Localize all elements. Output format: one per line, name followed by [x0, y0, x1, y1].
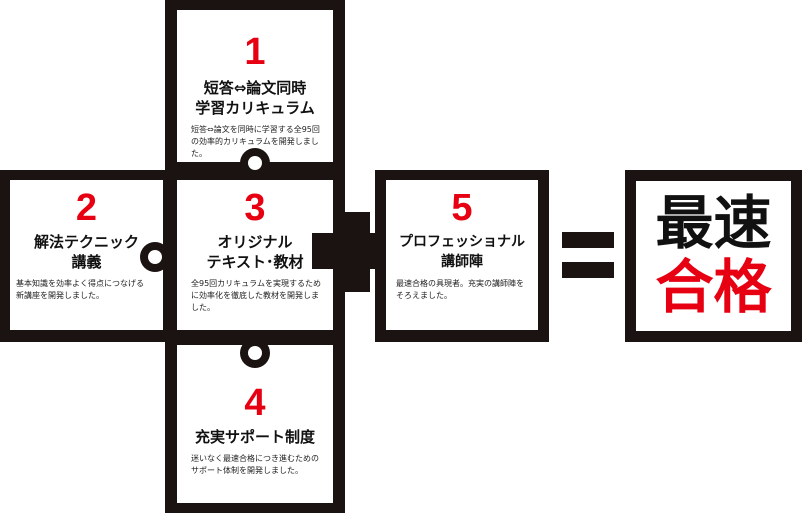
piece-5: 5 プロフェッショナル 講師陣 最速合格の具現者。充実の講師陣をそろえました。: [386, 180, 538, 330]
piece-desc: 迷いなく最速合格につき進むためのサポート体制を開発しました。: [191, 454, 319, 475]
piece-3: 3 オリジナル テキスト･教材 全95回カリキュラムを実現するために効率化を徹底…: [177, 180, 333, 330]
piece-title: 解法テクニック 講義: [33, 233, 139, 271]
piece-title: オリジナル テキスト･教材: [206, 233, 304, 271]
plus-icon-vertical: [334, 212, 370, 292]
piece-1: 1 短答⇔論文同時 学習カリキュラム 短答⇔論文を同時に学習する全95回の効率的…: [177, 10, 333, 162]
piece-title: 充実サポート制度: [194, 428, 315, 446]
puzzle-knob: [140, 242, 170, 272]
piece-number: 4: [244, 382, 266, 424]
piece-number: 2: [75, 187, 98, 229]
puzzle-knob: [240, 148, 270, 178]
result-box: 最速 合格: [636, 181, 791, 331]
result-line2: 合格: [655, 253, 772, 321]
piece-number: 3: [244, 187, 266, 229]
result-line1: 最速: [655, 189, 772, 257]
piece-4: 4 充実サポート制度 迷いなく最速合格につき進むためのサポート体制を開発しました…: [177, 345, 333, 503]
equals-icon-lower: [562, 262, 614, 278]
equals-icon: [562, 232, 614, 248]
piece-desc: 基本知識を効率よく得点につなげる新講座を開発しました。: [16, 279, 144, 300]
piece-2: 2 解法テクニック 講義 基本知識を効率よく得点につなげる新講座を開発しました。: [10, 180, 163, 330]
puzzle-knob: [240, 338, 270, 368]
piece-title: プロフェッショナル 講師陣: [399, 234, 525, 270]
piece-title: 短答⇔論文同時 学習カリキュラム: [195, 79, 315, 117]
piece-desc: 最速合格の具現者。充実の講師陣をそろえました。: [396, 279, 524, 300]
piece-number: 5: [451, 187, 473, 229]
piece-desc: 短答⇔論文を同時に学習する全95回の効率的カリキュラムを開発しました。: [191, 125, 320, 158]
piece-number: 1: [244, 31, 266, 73]
piece-desc: 全95回カリキュラムを実現するために効率化を徹底した教材を開発しました。: [191, 279, 321, 312]
